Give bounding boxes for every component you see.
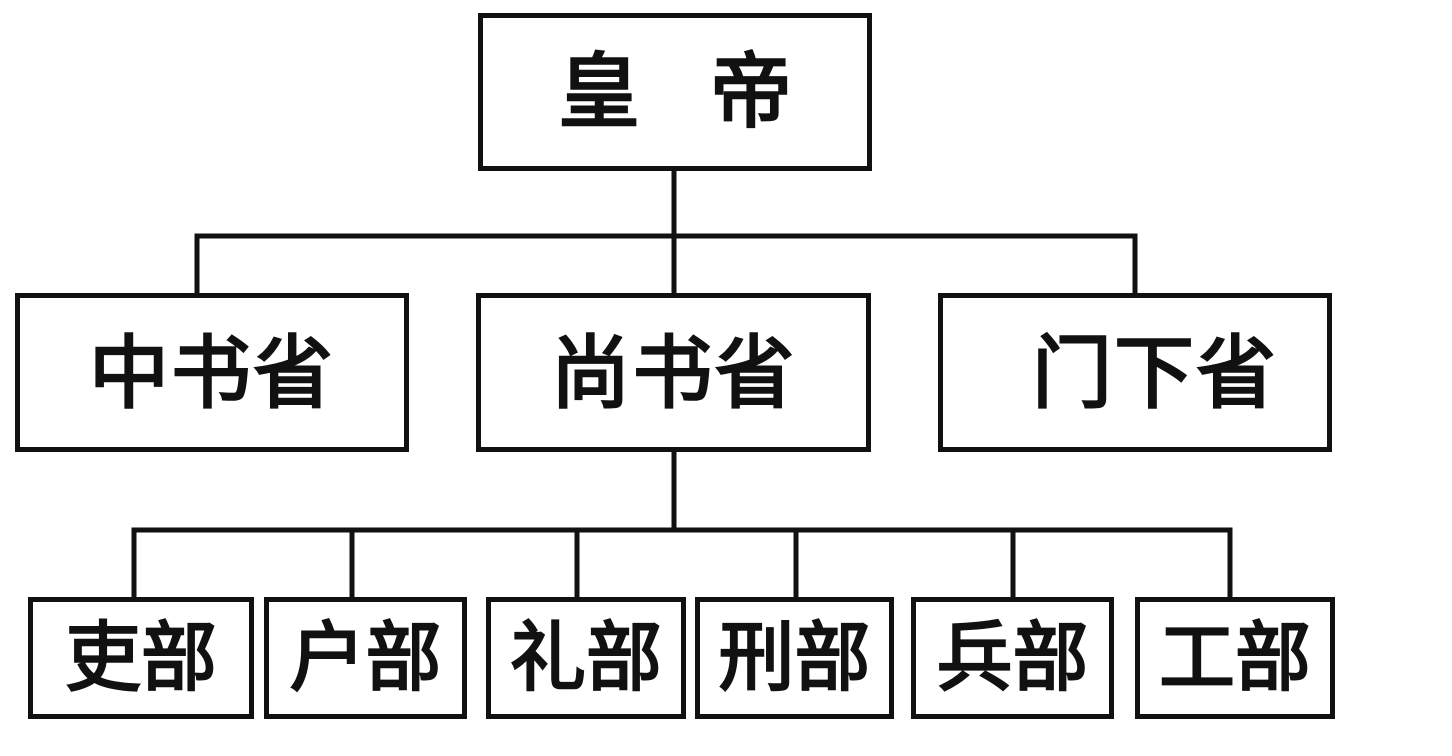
node-ministry-personnel: 吏部 (28, 597, 254, 719)
node-shangshu-label: 尚书省 (550, 325, 797, 420)
node-ministry-justice-label: 刑部 (718, 613, 871, 702)
node-emperor: 皇帝 (478, 13, 872, 171)
node-ministry-rites: 礼部 (486, 597, 686, 719)
node-ministry-personnel-label: 吏部 (65, 613, 217, 702)
node-ministry-justice: 刑部 (695, 597, 894, 719)
node-shangshu: 尚书省 (476, 293, 871, 452)
node-zhongshu-label: 中书省 (89, 325, 335, 420)
node-zhongshu: 中书省 (15, 293, 409, 452)
node-menxia-label: 门下省 (1032, 325, 1278, 420)
node-ministry-war: 兵部 (911, 597, 1114, 719)
node-menxia: 门下省 (938, 293, 1332, 452)
node-emperor-label: 皇帝 (557, 44, 862, 140)
node-ministry-works: 工部 (1135, 597, 1335, 719)
node-ministry-revenue-label: 户部 (289, 613, 442, 702)
node-ministry-revenue: 户部 (264, 597, 467, 719)
node-ministry-works-label: 工部 (1159, 613, 1311, 702)
node-ministry-war-label: 兵部 (936, 613, 1089, 702)
node-ministry-rites-label: 礼部 (510, 613, 662, 702)
